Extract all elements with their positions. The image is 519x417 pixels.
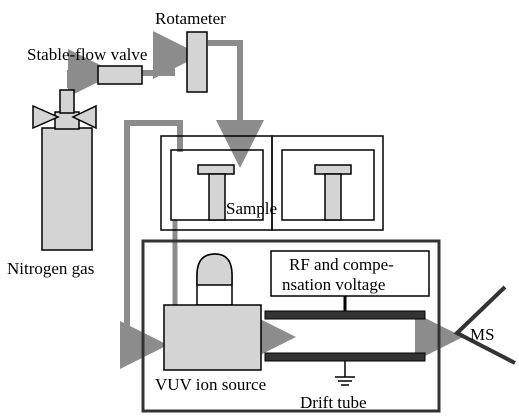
rf-label-line1: RF and compe- xyxy=(289,255,394,274)
rf-label-line2: nsation voltage xyxy=(282,275,385,294)
nitrogen-label: Nitrogen gas xyxy=(7,259,94,278)
rotameter-label: Rotameter xyxy=(155,9,226,28)
ims-enclosure xyxy=(141,239,441,413)
flow-sample-to-source xyxy=(120,120,183,369)
rotameter xyxy=(186,31,208,93)
nitrogen-cylinder xyxy=(32,89,97,251)
rf-voltage-box xyxy=(270,250,430,297)
drift-label: Drift tube xyxy=(300,393,367,412)
sample-label: Sample xyxy=(226,199,277,218)
drift-electrode-top xyxy=(264,310,426,320)
regulator-left-wing xyxy=(32,104,60,130)
sample-chamber-right xyxy=(271,135,384,231)
flow-cylinder-to-valve xyxy=(67,49,116,97)
stable-flow-valve xyxy=(97,65,143,85)
vuv-label: VUV ion source xyxy=(155,375,266,394)
regulator-right-wing xyxy=(71,104,97,130)
vuv-ion-source xyxy=(163,304,262,371)
vuv-lamp xyxy=(196,253,233,306)
flow-valve-to-rotameter xyxy=(142,31,201,79)
gas-flow-lines xyxy=(67,31,463,369)
ground-icon xyxy=(335,361,355,386)
ms-inlet xyxy=(453,285,516,365)
flow-rotameter-to-sample xyxy=(208,40,264,168)
drift-electrode-bottom xyxy=(264,352,426,362)
valve-label: Stable-flow valve xyxy=(27,45,147,64)
ms-label: MS xyxy=(470,325,495,344)
